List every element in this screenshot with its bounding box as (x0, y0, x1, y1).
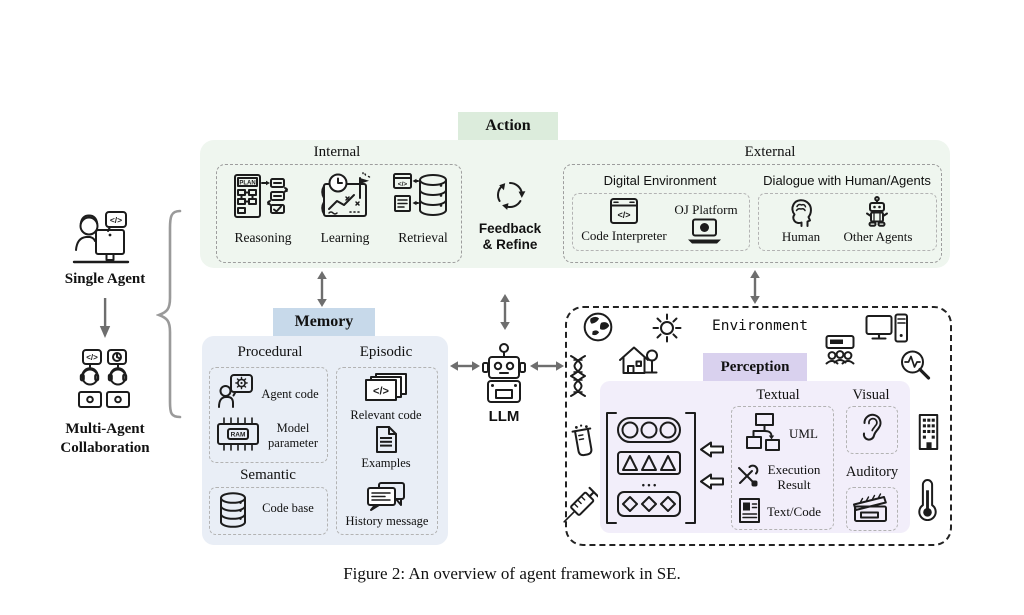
ram-chip-icon: RAM (215, 416, 259, 454)
thermometer-icon (915, 478, 940, 521)
single-agent-icon: </> (72, 210, 130, 272)
feedback-refine-icon (492, 177, 526, 210)
action-label: Action (458, 112, 558, 140)
memory-label: Memory (273, 308, 375, 336)
execution-result-label: Execution Result (767, 462, 821, 492)
examples-document-icon (374, 425, 399, 455)
uml-diagram-icon (745, 412, 783, 454)
code-base-label: Code base (262, 501, 314, 515)
uml-label: UML (789, 426, 818, 441)
svg-text:PLAN: PLAN (239, 181, 255, 187)
episodic-title: Episodic (359, 344, 413, 360)
grouping-brace (156, 209, 182, 419)
history-message-label: History message (345, 514, 429, 528)
external-title: External (744, 144, 796, 160)
action-llm-arrow (500, 294, 510, 330)
external-group-box (563, 164, 942, 263)
internal-title: Internal (313, 144, 361, 160)
learning-icon (318, 172, 372, 222)
text-code-label: Text/Code (767, 504, 821, 519)
procedural-box (209, 367, 328, 463)
feedback-refine-label: Feedback & Refine (478, 221, 542, 252)
semantic-box (209, 487, 328, 535)
svg-text:</>: </> (398, 181, 408, 188)
meeting-icon (822, 334, 858, 366)
semantic-title: Semantic (240, 467, 296, 483)
retrieval-label: Retrieval (398, 230, 448, 245)
history-message-icon (366, 481, 408, 513)
svg-text:</>: </> (373, 386, 389, 398)
examples-label: Examples (361, 456, 411, 470)
code-interpreter-icon: </> (610, 198, 638, 224)
house-icon (618, 344, 658, 377)
procedural-title: Procedural (237, 344, 303, 360)
auditory-box (846, 487, 898, 531)
memory-llm-arrow (450, 361, 480, 371)
digital-environment-title: Digital Environment (603, 173, 717, 188)
other-agents-label: Other Agents (843, 229, 913, 244)
dialogue-title: Dialogue with Human/Agents (763, 173, 931, 188)
single-to-multi-arrow (99, 298, 111, 338)
reasoning-label: Reasoning (234, 230, 292, 245)
digital-environment-box (572, 193, 750, 251)
dialogue-box (758, 193, 937, 251)
svg-text:</>: </> (110, 215, 122, 225)
dna-icon (566, 354, 590, 398)
laptop-icon (688, 218, 721, 244)
crossed-tools-icon (735, 464, 759, 487)
human-label: Human (781, 229, 821, 244)
llm-robot-icon (481, 343, 527, 405)
svg-text:• • •: • • • (642, 480, 656, 490)
auditory-title: Auditory (845, 464, 899, 480)
llm-environment-arrow (530, 361, 564, 371)
database-icon (218, 491, 248, 529)
clapperboard-icon (851, 492, 891, 523)
llm-label: LLM (488, 408, 520, 425)
oj-platform-label: OJ Platform (674, 202, 738, 217)
episodic-box (336, 367, 438, 535)
svg-text:</>: </> (617, 210, 630, 220)
svg-text:RAM: RAM (231, 432, 246, 439)
flow-left-arrow-top (700, 441, 724, 458)
textual-title: Textual (756, 387, 800, 403)
flow-left-arrow-bottom (700, 473, 724, 490)
agent-code-icon (218, 374, 254, 408)
multi-agent-label: Multi-Agent Collaboration (60, 421, 150, 456)
sun-icon (652, 313, 682, 343)
building-icon (917, 413, 940, 451)
single-agent-label: Single Agent (64, 271, 146, 287)
svg-text:</>: </> (86, 353, 98, 362)
text-code-document-icon (738, 497, 762, 524)
globe-icon (582, 311, 614, 343)
sequence-bracket-graphic: • • • (604, 410, 698, 526)
retrieval-icon: </> (392, 172, 450, 220)
reasoning-icon: PLAN (232, 173, 288, 221)
syringe-icon (560, 483, 598, 531)
model-parameter-label: Model parameter (268, 421, 318, 450)
environment-title: Environment (711, 318, 809, 334)
human-head-icon (788, 197, 814, 227)
visual-box (846, 406, 898, 454)
code-interpreter-label: Code Interpreter (581, 228, 667, 243)
figure-caption: Figure 2: An overview of agent framework… (343, 564, 681, 583)
textual-box (731, 406, 834, 530)
computer-icon (865, 313, 909, 345)
robot-agent-icon (864, 196, 890, 227)
internal-group-box (216, 164, 462, 263)
relevant-code-label: Relevant code (350, 408, 422, 422)
external-environment-arrow (750, 270, 760, 304)
perception-label: Perception (703, 353, 807, 381)
ear-icon (859, 412, 884, 443)
flask-icon (570, 424, 596, 460)
relevant-code-icon: </> (364, 372, 408, 406)
multi-agent-icon: </> (74, 348, 134, 412)
agent-code-label: Agent code (261, 387, 319, 401)
magnifier-wave-icon (899, 349, 931, 380)
learning-label: Learning (320, 230, 370, 245)
action-memory-arrow (317, 271, 327, 307)
visual-title: Visual (852, 387, 890, 403)
